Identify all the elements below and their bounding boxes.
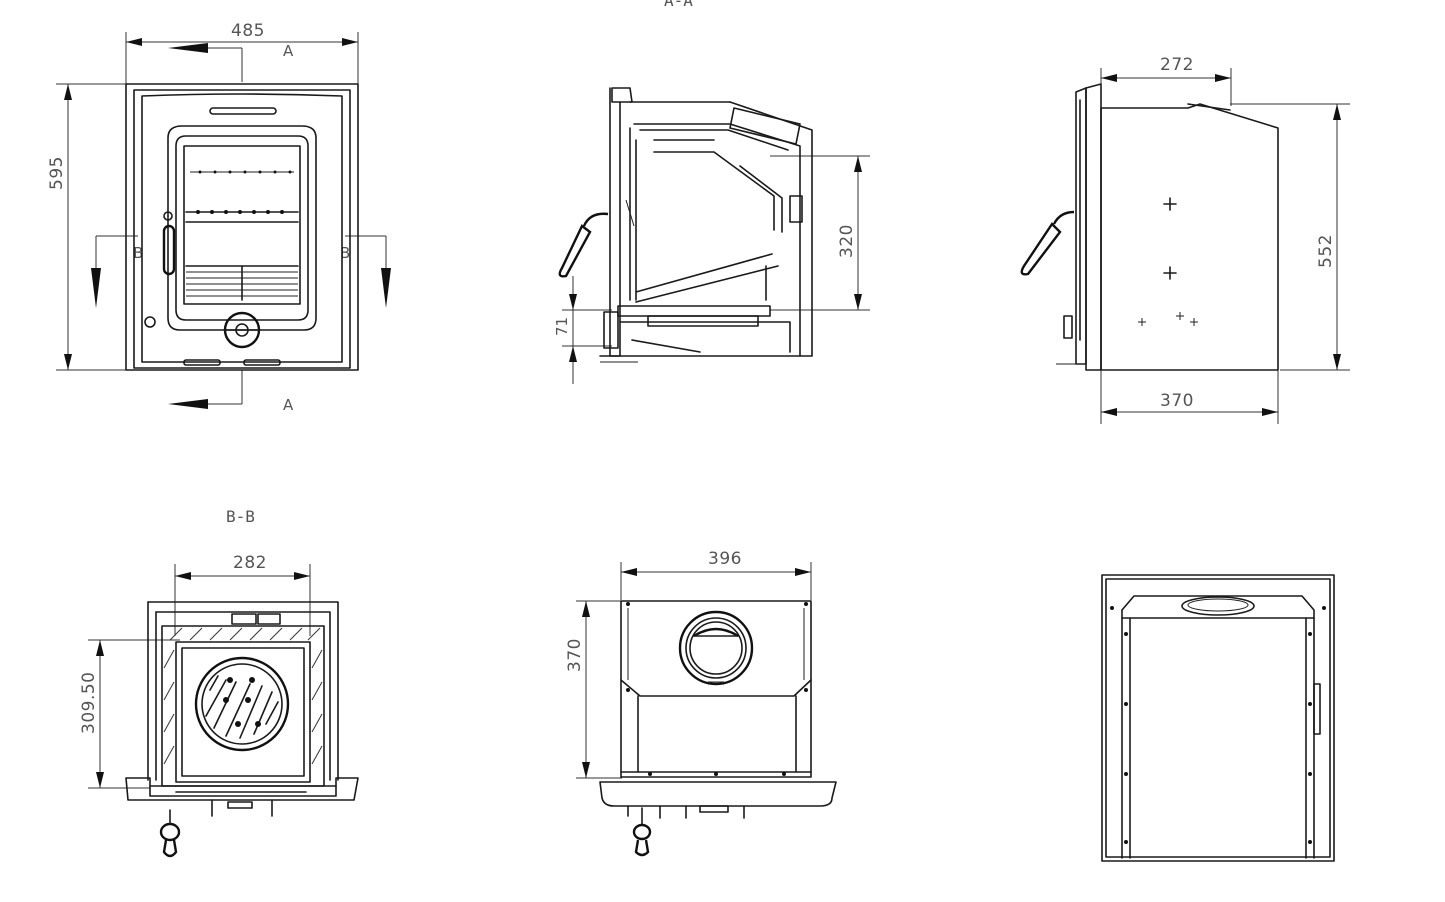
section-marker-a-top: A	[283, 42, 294, 60]
section-b-b-view: B-B 282 309.50	[79, 507, 359, 858]
dim-front-height: 595	[47, 156, 67, 190]
section-title-a-a: A-A	[664, 0, 693, 10]
dim-bb-width: 282	[233, 553, 267, 573]
dim-side-top: 272	[1160, 55, 1194, 75]
section-title-b-b: B-B	[226, 507, 255, 526]
dim-front-width: 485	[231, 21, 265, 41]
plan-view	[1101, 574, 1335, 862]
section-marker-a-bottom: A	[283, 396, 294, 414]
dim-section-a-height: 320	[837, 224, 857, 258]
rear-view: 396 370	[565, 549, 837, 857]
dim-section-a-ash: 71	[553, 317, 571, 336]
dim-side-height: 552	[1316, 234, 1336, 268]
front-view: 485 A A 595 B B	[47, 21, 391, 414]
dim-bb-height: 309.50	[79, 672, 99, 734]
dim-rear-height: 370	[565, 638, 585, 672]
dim-rear-width: 396	[708, 549, 742, 569]
dim-side-depth: 370	[1160, 391, 1194, 411]
side-view: 272 552 370	[1020, 55, 1350, 424]
section-marker-b-right: B	[340, 244, 350, 262]
section-marker-b-left: B	[133, 244, 143, 262]
section-a-a-view: A-A 320 71	[553, 0, 870, 384]
